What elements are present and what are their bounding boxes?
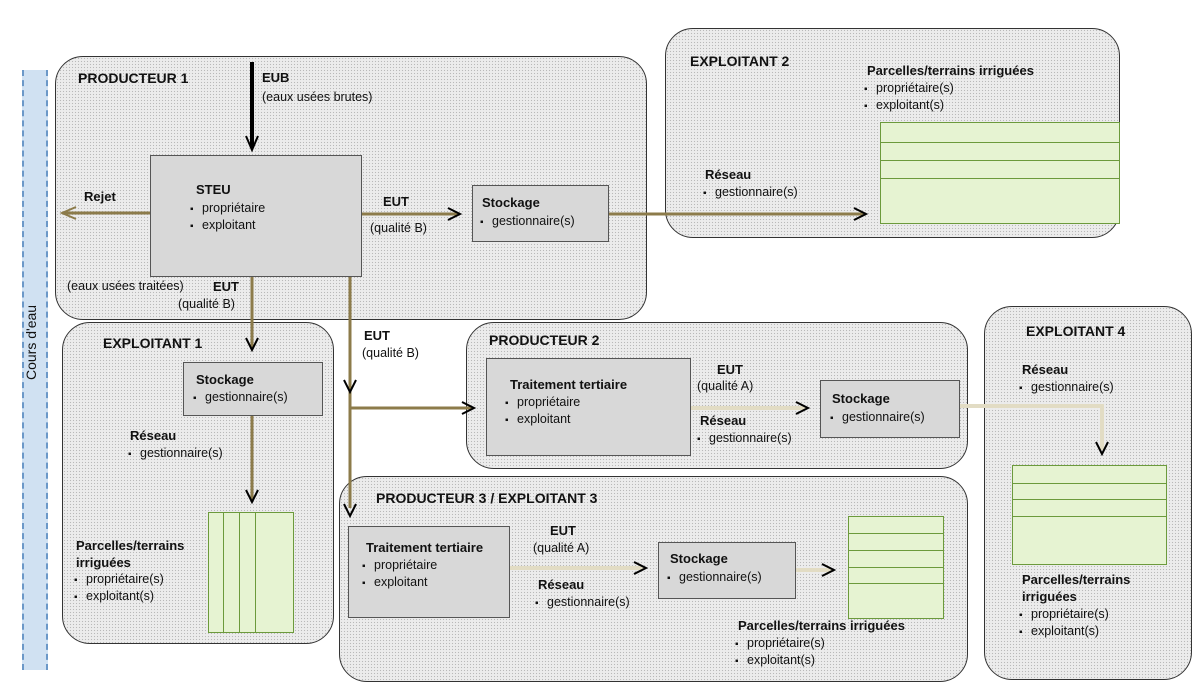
e2-reseau-title: Réseau [705,167,752,182]
p3-traitement-title: Traitement tertiaire [366,540,484,555]
trunk-arrowhead-lower [343,503,357,519]
p1-eut-right-quality: (qualité B) [370,221,427,235]
p3-stockage-title: Stockage [670,551,728,566]
middle-eut-quality: (qualité B) [362,346,419,360]
p2-stockage-item: gestionnaire(s) [830,410,925,424]
middle-eut-label: EUT [364,328,390,343]
e4-reseau-title: Réseau [1022,362,1069,377]
steu-to-e1-arrowhead [245,337,259,353]
p1-eut-right-label: EUT [383,194,409,209]
rejet-arrowhead [59,206,77,220]
p2-reseau-title: Réseau [700,413,747,428]
steu-item-exploitant: exploitant [190,218,256,232]
field-producteur-3 [848,516,944,619]
p1-eut-down-label: EUT [213,279,239,294]
exploitant-2-title: EXPLOITANT 2 [690,53,790,69]
p3-stockage-item: gestionnaire(s) [667,570,762,584]
trunk-to-p2-arrowhead [461,401,477,415]
e1-parcelles-title-line2: irriguées [76,555,131,570]
rejet-label: Rejet [84,189,116,204]
e4-parcelles-item-exploitant: exploitant(s) [1019,624,1099,638]
p3-eut-quality: (qualité A) [533,541,590,555]
e1-reseau-title: Réseau [130,428,177,443]
e1-stockage-box [183,362,323,416]
e4-parcelles-item-proprietaire: propriétaire(s) [1019,607,1109,621]
producteur-2-title: PRODUCTEUR 2 [489,332,600,348]
p2-to-e4-line [958,404,1104,450]
e4-reseau-item: gestionnaire(s) [1019,380,1114,394]
eub-arrowhead [245,135,259,153]
p2-reseau-item: gestionnaire(s) [697,431,792,445]
p2-traitement-to-stockage-arrowhead [795,401,811,415]
p2-eut-label: EUT [717,362,743,377]
stockage-to-e2-arrowhead [853,207,869,221]
trunk-arrowhead-upper [343,379,357,395]
e4-parcelles-title-line1: Parcelles/terrains [1022,572,1131,587]
p3-parcelles-title: Parcelles/terrains irriguées [738,618,905,633]
e4-parcelles-title-line2: irriguées [1022,589,1077,604]
field-exploitant-2 [880,122,1120,224]
p3-stockage-to-field-arrowhead [821,563,837,577]
p1-stockage-title: Stockage [482,195,540,210]
p3-parcelles-item-proprietaire: propriétaire(s) [735,636,825,650]
e1-reseau-item: gestionnaire(s) [128,446,223,460]
e2-parcelles-item-proprietaire: propriétaire(s) [864,81,954,95]
eub-description: (eaux usées brutes) [262,90,373,104]
p3-traitement-box [348,526,510,618]
field-exploitant-1 [208,512,294,633]
p3-reseau-title: Réseau [538,577,585,592]
producteur-3-title: PRODUCTEUR 3 / EXPLOITANT 3 [376,490,598,506]
p3-parcelles-item-exploitant: exploitant(s) [735,653,815,667]
producteur-1-title: PRODUCTEUR 1 [78,70,189,86]
p3-reseau-item: gestionnaire(s) [535,595,630,609]
e1-stockage-to-field-arrowhead [245,489,259,505]
p3-eut-label: EUT [550,523,576,538]
p1-stockage-item: gestionnaire(s) [480,214,575,228]
steu-title: STEU [196,182,231,197]
field-exploitant-4 [1012,465,1167,565]
e1-stockage-item: gestionnaire(s) [193,390,288,404]
steu-box [150,155,362,277]
e2-parcelles-item-exploitant: exploitant(s) [864,98,944,112]
e2-reseau-item: gestionnaire(s) [703,185,798,199]
p2-traitement-item-exploitant: exploitant [505,412,571,426]
p2-traitement-title: Traitement tertiaire [510,377,628,392]
e1-parcelles-item-exploitant: exploitant(s) [74,589,154,603]
exploitant-4-title: EXPLOITANT 4 [1026,323,1126,339]
exploitant-1-title: EXPLOITANT 1 [103,335,203,351]
p2-traitement-item-proprietaire: propriétaire [505,395,580,409]
p2-eut-quality: (qualité A) [697,379,754,393]
e1-parcelles-item-proprietaire: propriétaire(s) [74,572,164,586]
p2-stockage-title: Stockage [832,391,890,406]
steu-item-proprietaire: propriétaire [190,201,265,215]
p1-eut-down-quality: (qualité B) [178,297,235,311]
p3-traitement-item-exploitant: exploitant [362,575,428,589]
p2-to-e4-arrowhead [1095,441,1109,457]
river-band [22,70,48,670]
e1-stockage-title: Stockage [196,372,254,387]
e1-parcelles-title-line1: Parcelles/terrains [76,538,185,553]
p3-traitement-to-stockage-arrowhead [633,561,649,575]
eaux-traitees-label: (eaux usées traitées) [67,279,184,293]
e2-parcelles-title: Parcelles/terrains irriguées [867,63,1034,78]
steu-to-stockage-arrowhead [447,207,463,221]
eub-label: EUB [262,70,290,85]
p3-traitement-item-proprietaire: propriétaire [362,558,437,572]
p2-stockage-box [820,380,960,438]
